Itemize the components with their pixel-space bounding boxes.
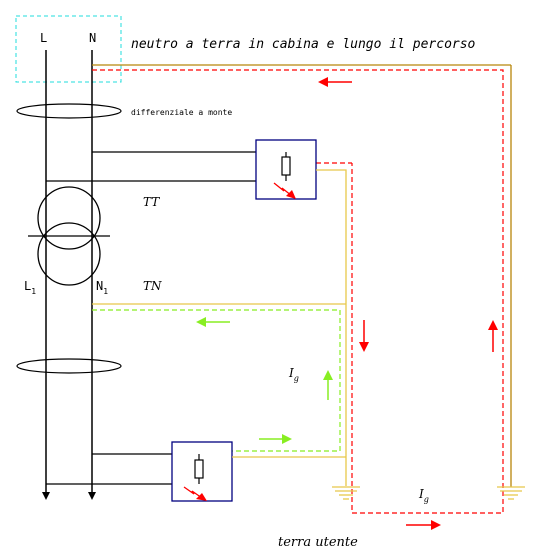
tn-label: TN: [143, 279, 162, 293]
user-earth-label: terra utente: [278, 535, 358, 550]
line-l-label: L: [40, 31, 47, 45]
l1-label: L1: [24, 279, 36, 296]
tt-pe-conductor: [316, 169, 347, 486]
arrow-right-red-icon: [406, 520, 441, 530]
conductor-n-arrow: [88, 492, 96, 500]
tt-fault-lightning-icon: [273, 182, 296, 199]
cabin-box: [15, 15, 122, 83]
tn-fault-lightning-icon: [183, 486, 207, 501]
transformer-primary: [37, 186, 101, 250]
ig-label-middle: Ig: [288, 366, 299, 383]
arrow-left-red-icon: [318, 77, 352, 87]
header-text: neutro a terra in cabina e lungo il perc…: [131, 37, 476, 52]
lower-rcd-ellipse: [16, 358, 122, 374]
tn-device-load-icon: [194, 459, 204, 479]
tt-label: TT: [143, 195, 160, 209]
line-n-label: N: [89, 31, 96, 45]
tn-return-path: [92, 309, 341, 452]
upstream-rcd-ellipse: [16, 103, 122, 119]
earth-user-ground-icon: [332, 486, 360, 500]
arrow-down-red-icon: [359, 320, 369, 352]
arrow-up-red-icon: [488, 320, 498, 352]
fault-path-top: [92, 69, 504, 514]
ig-label-bottom: Ig: [418, 487, 429, 504]
n1-label: N1: [96, 279, 108, 296]
arrow-right-green-icon: [259, 434, 292, 444]
arrow-up-green-icon: [323, 370, 333, 400]
earth-cabin-ground-icon: [497, 486, 525, 500]
conductor-l-arrow: [42, 492, 50, 500]
upstream-rcd-label: differenziale a monte: [131, 108, 232, 117]
transformer-secondary: [37, 222, 101, 286]
tt-device-load-icon: [281, 156, 291, 176]
arrow-left-green-icon: [196, 317, 230, 327]
